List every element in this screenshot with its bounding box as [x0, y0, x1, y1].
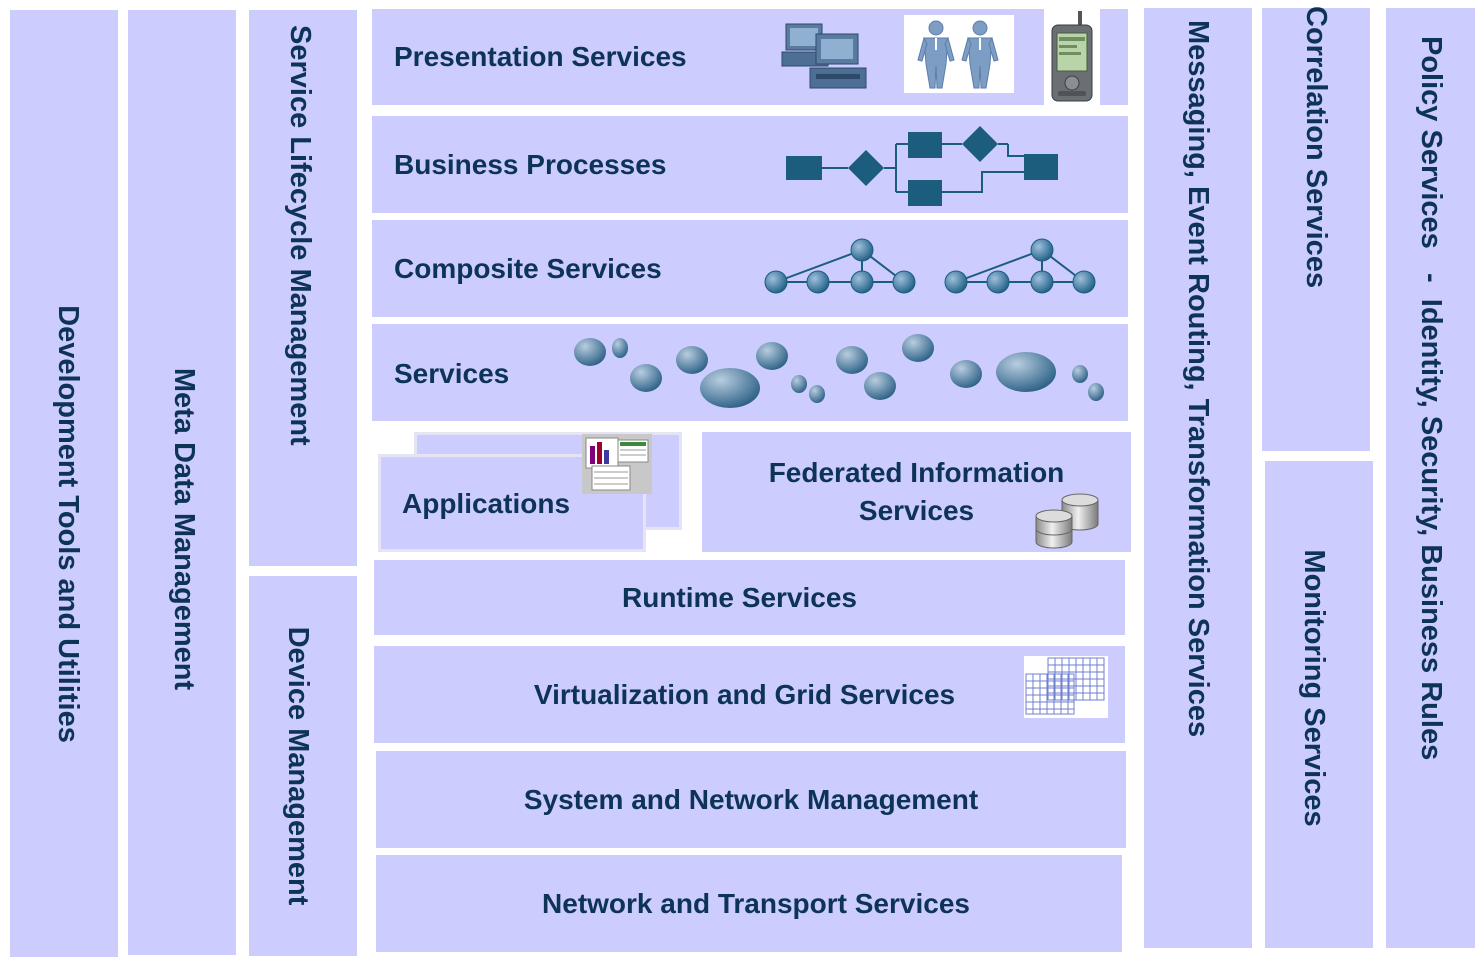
network-transport-label: Network and Transport Services — [542, 887, 970, 919]
applications-label: Applications — [402, 488, 571, 519]
people-icon — [917, 20, 999, 89]
correlation-label: Correlation Services — [1300, 6, 1332, 289]
monitoring-column — [1265, 461, 1373, 948]
system-network-layer: System and Network Management — [376, 751, 1126, 848]
development-tools-column — [10, 10, 118, 957]
business-processes-label: Business Processes — [394, 149, 667, 180]
correlation-column — [1262, 8, 1370, 451]
meta-data-label: Meta Data Management — [168, 367, 200, 691]
computer-icon — [781, 23, 867, 89]
presentation-label: Presentation Services — [394, 41, 687, 72]
development-tools-label: Development Tools and Utilities — [52, 305, 84, 743]
monitoring-label: Monitoring Services — [1298, 549, 1330, 827]
meta-data-column — [128, 10, 236, 955]
messaging-column — [1144, 8, 1252, 948]
network-transport-layer: Network and Transport Services — [376, 855, 1122, 952]
runtime-services-layer: Runtime Services — [374, 560, 1125, 635]
virtualization-layer: Virtualization and Grid Services — [374, 646, 1125, 743]
grid-icon — [1024, 656, 1108, 718]
lifecycle-label: Service Lifecycle Management — [284, 25, 316, 446]
process-flow-icon — [786, 126, 1058, 206]
virtualization-label: Virtualization and Grid Services — [533, 678, 956, 710]
service-tree-icon — [764, 238, 1096, 294]
device-column — [249, 576, 357, 956]
system-network-label: System and Network Management — [523, 783, 979, 815]
pda-icon — [1051, 11, 1093, 102]
service-bubbles-icon — [574, 334, 1104, 408]
application-windows-icon — [582, 434, 652, 494]
database-icon — [1035, 493, 1099, 549]
lifecycle-column — [249, 10, 357, 566]
composite-services-layer — [372, 220, 1128, 317]
messaging-label: Messaging, Event Routing, Transformation… — [1182, 20, 1214, 738]
runtime-services-label: Runtime Services — [622, 581, 857, 613]
federated-information-label: Federated Information Services — [768, 457, 1065, 526]
policy-column — [1386, 8, 1475, 948]
device-label: Device Management — [282, 626, 314, 906]
services-label: Services — [394, 358, 510, 389]
business-processes-layer — [372, 116, 1128, 213]
policy-label: Policy Services - Identity, Security, Bu… — [1415, 36, 1447, 761]
composite-services-label: Composite Services — [394, 253, 662, 284]
